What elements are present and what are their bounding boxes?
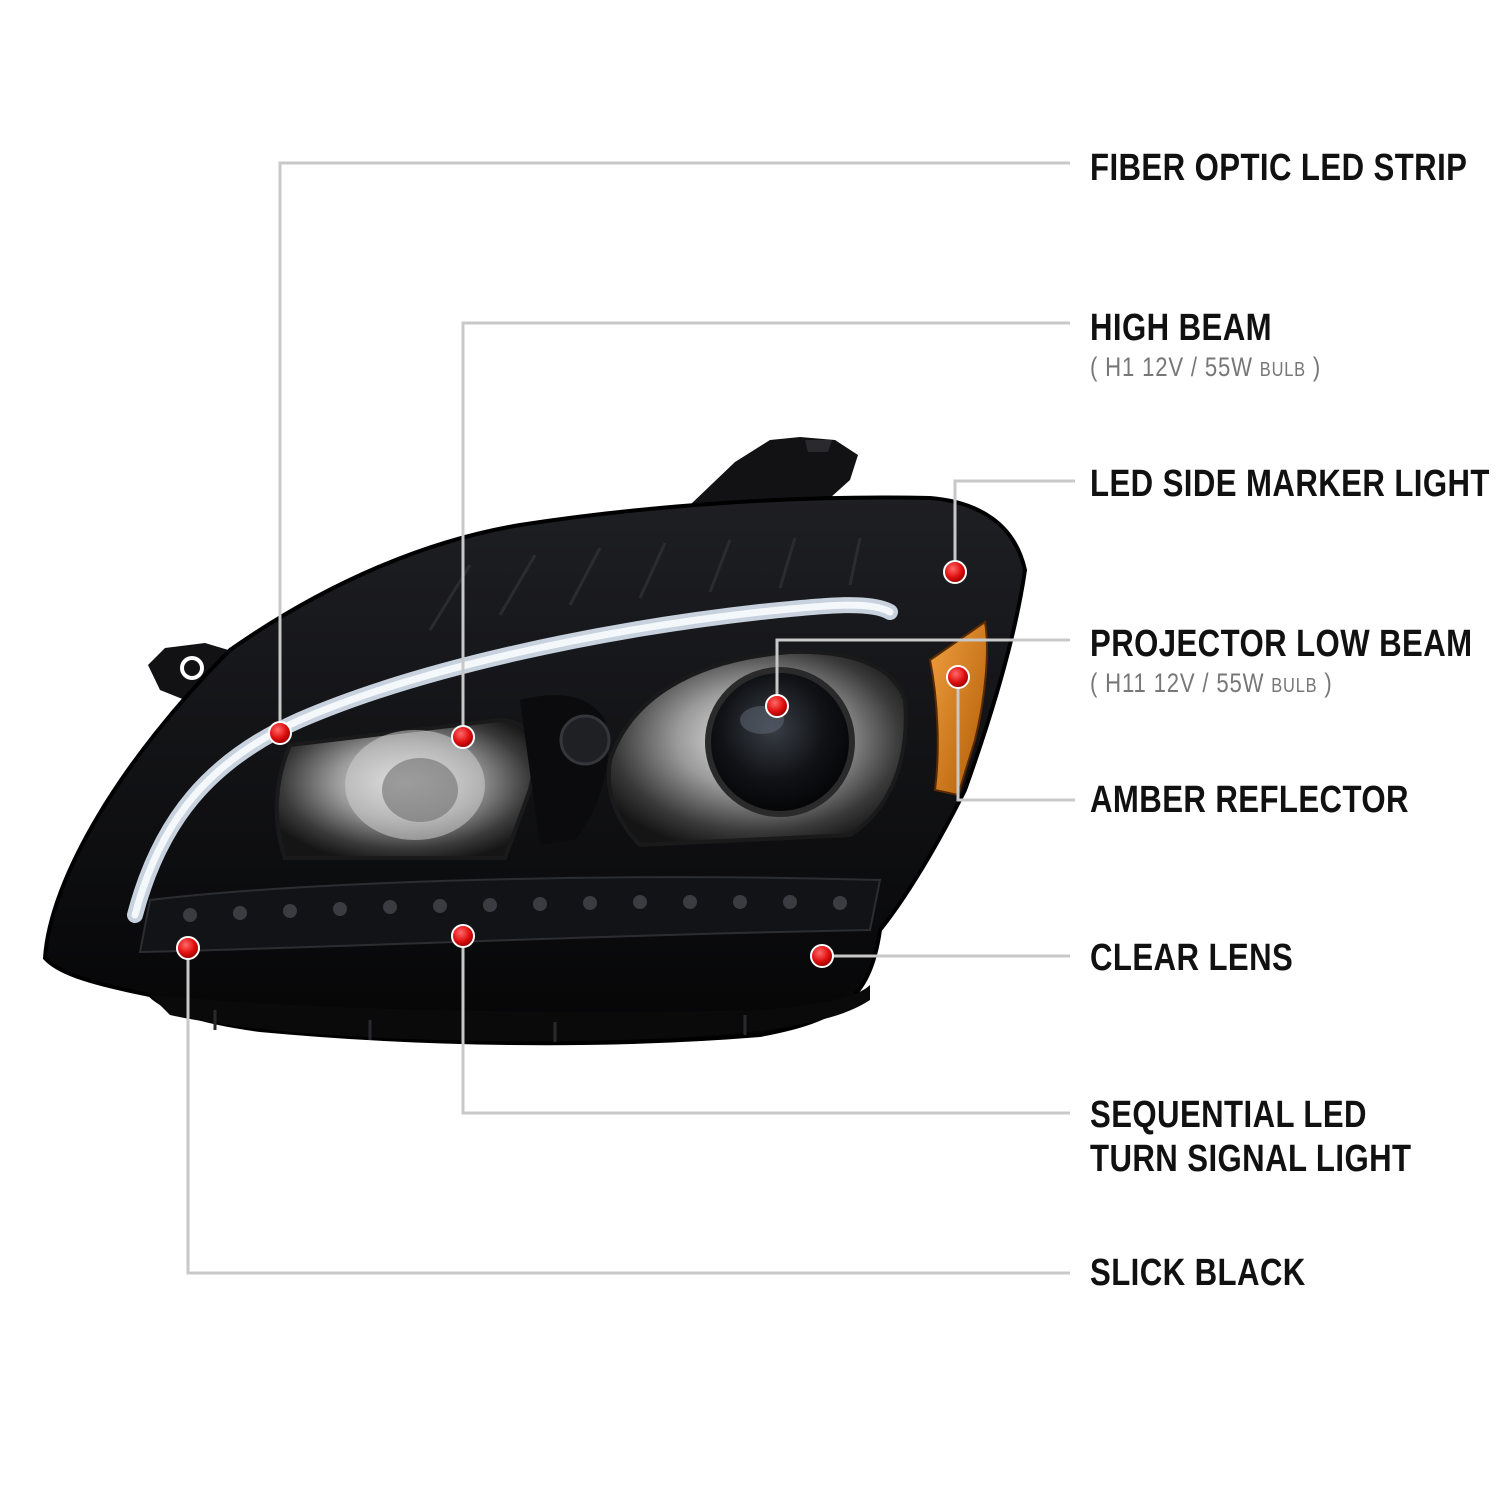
callout-clear-lens: CLEAR LENS xyxy=(1090,936,1293,980)
leader-lines xyxy=(186,161,1075,1275)
mounting-bracket xyxy=(690,437,858,505)
dot-fiber xyxy=(268,721,292,745)
dot-high xyxy=(451,725,475,749)
leader-fiber xyxy=(278,161,1070,733)
projector-lens xyxy=(705,667,855,817)
dot-marker xyxy=(943,560,967,584)
bulb-spec: ( H11 12V / 55W xyxy=(1090,668,1272,698)
callout-title-line2: TURN SIGNAL LIGHT xyxy=(1090,1138,1412,1180)
callout-title: HIGH BEAM xyxy=(1090,307,1273,349)
dot-proj xyxy=(765,694,789,718)
marker-dots xyxy=(176,560,970,968)
callout-title: CLEAR LENS xyxy=(1090,937,1294,979)
callout-sequential-led-turn-signal: SEQUENTIAL LED TURN SIGNAL LIGHT xyxy=(1090,1093,1411,1181)
leader-proj xyxy=(775,638,1070,706)
dot-amber xyxy=(946,665,970,689)
dot-seq xyxy=(451,924,475,948)
callout-slick-black: SLICK BLACK xyxy=(1090,1251,1306,1295)
leader-marker xyxy=(953,479,1075,572)
callout-fiber-optic-led-strip: FIBER OPTIC LED STRIP xyxy=(1090,146,1467,190)
callout-led-side-marker-light: LED SIDE MARKER LIGHT xyxy=(1090,462,1490,506)
callout-subtitle: ( H1 12V / 55W BULB ) xyxy=(1090,350,1321,387)
callout-title: PROJECTOR LOW BEAM xyxy=(1090,623,1473,665)
sequential-leds xyxy=(183,895,847,922)
callout-projector-low-beam: PROJECTOR LOW BEAM ( H11 12V / 55W BULB … xyxy=(1090,622,1472,703)
bulb-word: BULB xyxy=(1271,675,1318,697)
bulb-spec-close: ) xyxy=(1305,352,1322,382)
callout-title: LED SIDE MARKER LIGHT xyxy=(1090,463,1490,505)
upper-fins xyxy=(428,537,862,631)
callout-title: AMBER REFLECTOR xyxy=(1090,779,1409,821)
leader-slick xyxy=(186,948,1070,1275)
leader-amber xyxy=(956,677,1075,802)
turn-signal-bar xyxy=(138,876,882,954)
callout-subtitle: ( H11 12V / 55W BULB ) xyxy=(1090,666,1472,703)
callout-title: FIBER OPTIC LED STRIP xyxy=(1090,147,1468,189)
leader-seq xyxy=(461,936,1070,1115)
bulb-spec: ( H1 12V / 55W xyxy=(1090,352,1260,382)
dot-slick xyxy=(176,936,200,960)
leader-high xyxy=(461,321,1070,737)
bulb-word: BULB xyxy=(1259,359,1306,381)
callout-amber-reflector: AMBER REFLECTOR xyxy=(1090,778,1409,822)
callout-high-beam: HIGH BEAM ( H1 12V / 55W BULB ) xyxy=(1090,306,1321,387)
callout-title: SLICK BLACK xyxy=(1090,1252,1306,1294)
dot-clear xyxy=(810,944,834,968)
bulb-spec-close: ) xyxy=(1317,668,1333,698)
callout-title-line1: SEQUENTIAL LED xyxy=(1090,1094,1367,1136)
